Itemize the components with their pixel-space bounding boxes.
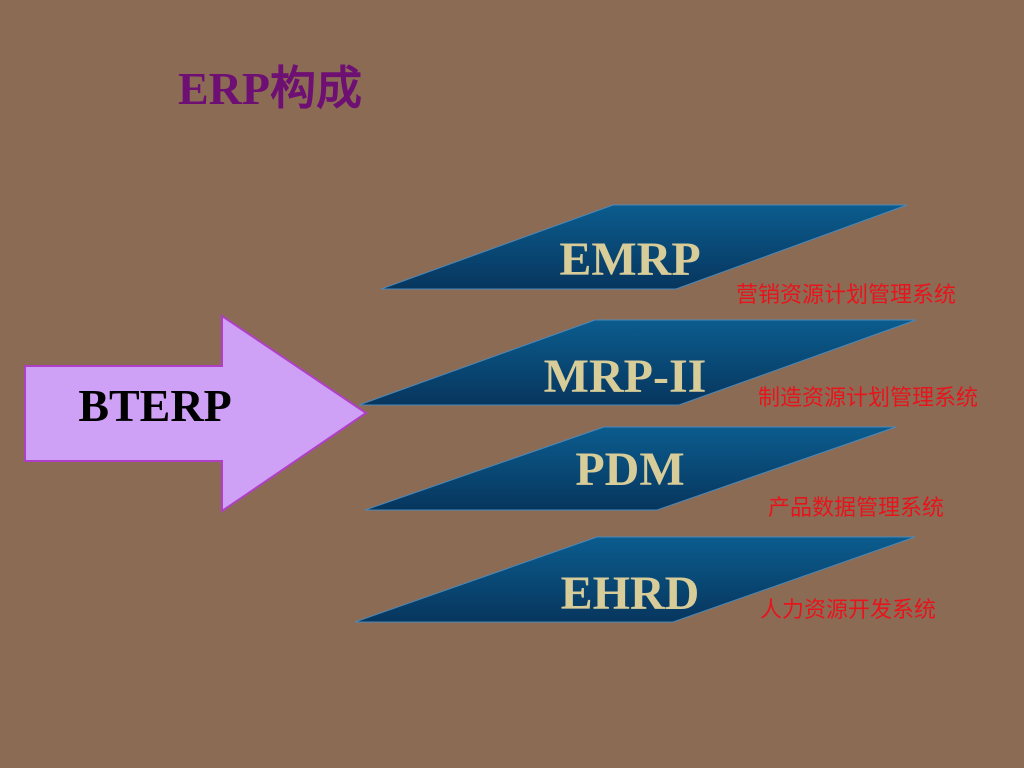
band-desc-ehrd: 人力资源开发系统 <box>760 597 937 622</box>
band-label-mrp-ii: MRP-II <box>543 350 707 403</box>
band-desc-emrp: 营销资源计划管理系统 <box>736 282 957 307</box>
band-desc-pdm: 产品数据管理系统 <box>768 495 945 520</box>
band-mrp-ii <box>358 319 917 406</box>
band-label-pdm: PDM <box>575 443 685 496</box>
band-label-emrp: EMRP <box>559 233 701 286</box>
band-emrp <box>380 204 908 290</box>
band-desc-mrp-ii: 制造资源计划管理系统 <box>758 385 979 410</box>
band-pdm <box>364 426 897 511</box>
slide-title: ERP构成 <box>178 63 362 114</box>
band-ehrd <box>354 536 916 623</box>
bterp-arrow-shape <box>24 314 368 513</box>
band-label-ehrd: EHRD <box>560 567 700 620</box>
bterp-label: BTERP <box>78 380 232 431</box>
